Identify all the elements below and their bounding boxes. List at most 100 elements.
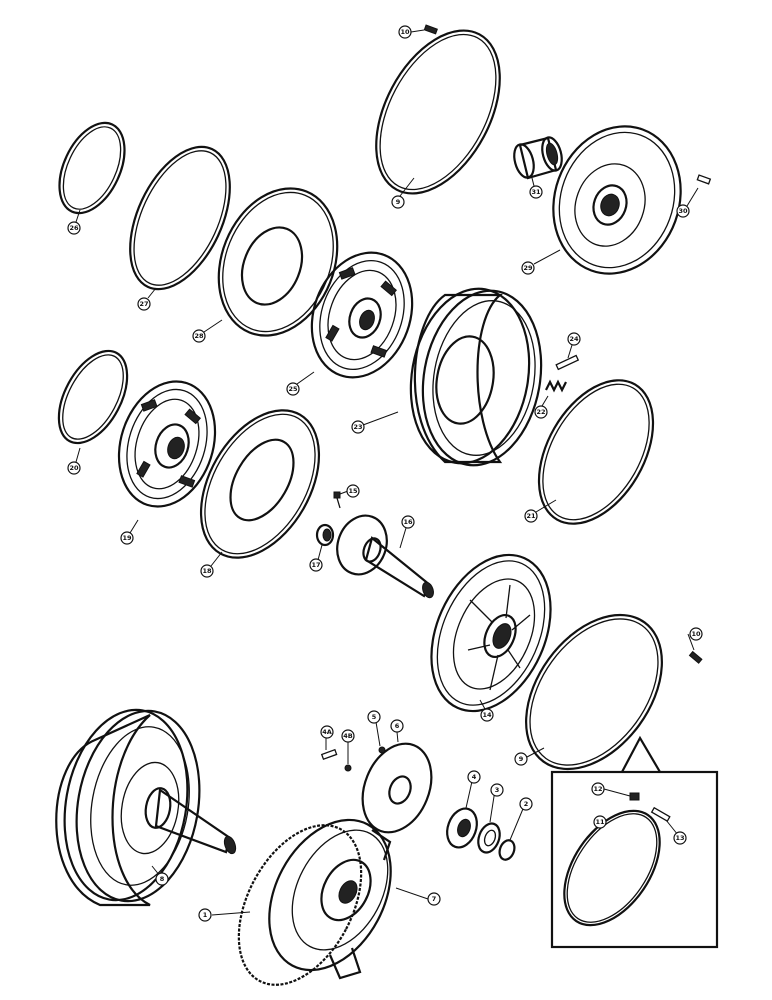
- callouts: 10 9 31 30 29 26 27 28 25 24 22 23 20 19…: [67, 25, 703, 922]
- hub-plate-14: [430, 553, 552, 713]
- callout-8: 8: [155, 872, 169, 886]
- pressure-plate-18: [199, 409, 321, 559]
- svg-text:4B: 4B: [343, 732, 353, 740]
- plate-6: [361, 742, 433, 834]
- pin-30: [696, 174, 712, 185]
- spring-22: [545, 379, 567, 393]
- callout-18: 18: [200, 564, 214, 578]
- callout-26: 26: [67, 221, 81, 235]
- svg-text:30: 30: [678, 207, 688, 215]
- callout-29: 29: [521, 261, 535, 275]
- callout-11: 11: [593, 815, 607, 829]
- svg-text:9: 9: [519, 755, 524, 763]
- callout-15: 15: [346, 484, 360, 498]
- svg-text:10: 10: [400, 28, 410, 36]
- bushing-17: [315, 523, 335, 547]
- clutch-housing-7: [268, 818, 392, 980]
- callout-14: 14: [480, 708, 494, 722]
- svg-text:2: 2: [524, 800, 529, 808]
- svg-text:19: 19: [122, 534, 132, 542]
- callout-13: 13: [673, 831, 687, 845]
- callout-4a: 4A: [320, 725, 334, 739]
- callout-24: 24: [567, 332, 581, 346]
- clutch-drum-23: [409, 287, 543, 467]
- callout-4: 4: [467, 770, 481, 784]
- callout-9-top: 9: [391, 195, 405, 209]
- svg-text:24: 24: [569, 335, 579, 343]
- callout-9-right: 9: [514, 752, 528, 766]
- bearing-31: [513, 136, 563, 180]
- svg-text:13: 13: [675, 834, 684, 842]
- svg-text:20: 20: [69, 464, 79, 472]
- svg-text:17: 17: [311, 561, 320, 569]
- pin-10-top: [423, 24, 438, 35]
- svg-text:10: 10: [691, 630, 701, 638]
- ring-21: [537, 379, 655, 525]
- svg-text:31: 31: [531, 188, 541, 196]
- svg-text:4: 4: [472, 773, 477, 781]
- seal-ring-9-top: [375, 29, 501, 195]
- svg-text:3: 3: [495, 786, 500, 794]
- callout-3: 3: [490, 783, 504, 797]
- washer-3: [477, 822, 501, 854]
- pin-24: [555, 354, 580, 371]
- svg-text:12: 12: [593, 785, 602, 793]
- svg-text:16: 16: [403, 518, 413, 526]
- bolt-15: [333, 491, 341, 509]
- callout-4b: 4B: [341, 729, 355, 743]
- washer-4b: [344, 764, 352, 772]
- pin-10-right: [688, 650, 703, 664]
- callout-1: 1: [198, 908, 212, 922]
- svg-text:15: 15: [348, 487, 358, 495]
- svg-text:6: 6: [395, 722, 400, 730]
- svg-text:27: 27: [139, 300, 148, 308]
- svg-text:22: 22: [536, 408, 545, 416]
- clutch-disc-25: [310, 251, 414, 379]
- svg-text:14: 14: [482, 711, 492, 719]
- svg-text:29: 29: [523, 264, 533, 272]
- callout-27: 27: [137, 297, 151, 311]
- shaft-16: [336, 514, 434, 599]
- callout-2: 2: [519, 797, 533, 811]
- callout-31: 31: [529, 185, 543, 199]
- callout-19: 19: [120, 531, 134, 545]
- detail-inset: [550, 735, 719, 949]
- callout-16: 16: [401, 515, 415, 529]
- svg-text:5: 5: [372, 713, 377, 721]
- clutch-disc-19: [117, 380, 217, 508]
- flywheel-8: [55, 708, 237, 907]
- callout-21: 21: [524, 509, 538, 523]
- svg-text:1: 1: [203, 911, 208, 919]
- ring-20: [57, 349, 129, 445]
- svg-text:11: 11: [595, 818, 605, 826]
- callout-17: 17: [309, 558, 323, 572]
- svg-text:9: 9: [396, 198, 401, 206]
- svg-text:8: 8: [160, 875, 165, 883]
- pin-5: [378, 746, 386, 754]
- callout-25: 25: [286, 382, 300, 396]
- callout-23: 23: [351, 420, 365, 434]
- callout-5: 5: [367, 710, 381, 724]
- callout-28: 28: [192, 329, 206, 343]
- callout-10-right: 10: [689, 627, 703, 641]
- snap-ring-2: [498, 839, 516, 861]
- bolt-4a: [320, 748, 338, 761]
- callout-12: 12: [591, 782, 605, 796]
- ring-26: [58, 121, 126, 215]
- callout-20: 20: [67, 461, 81, 475]
- callout-22: 22: [534, 405, 548, 419]
- callout-7: 7: [427, 892, 441, 906]
- seal-ring-9-right: [525, 613, 663, 771]
- svg-text:28: 28: [194, 332, 204, 340]
- svg-text:21: 21: [526, 512, 536, 520]
- bearing-4: [446, 807, 478, 849]
- callout-30: 30: [676, 204, 690, 218]
- callout-6: 6: [390, 719, 404, 733]
- callout-10-top: 10: [398, 25, 412, 39]
- svg-text:7: 7: [432, 895, 437, 903]
- svg-text:26: 26: [69, 224, 79, 232]
- svg-text:4A: 4A: [322, 728, 332, 736]
- gasket-1: [237, 824, 363, 986]
